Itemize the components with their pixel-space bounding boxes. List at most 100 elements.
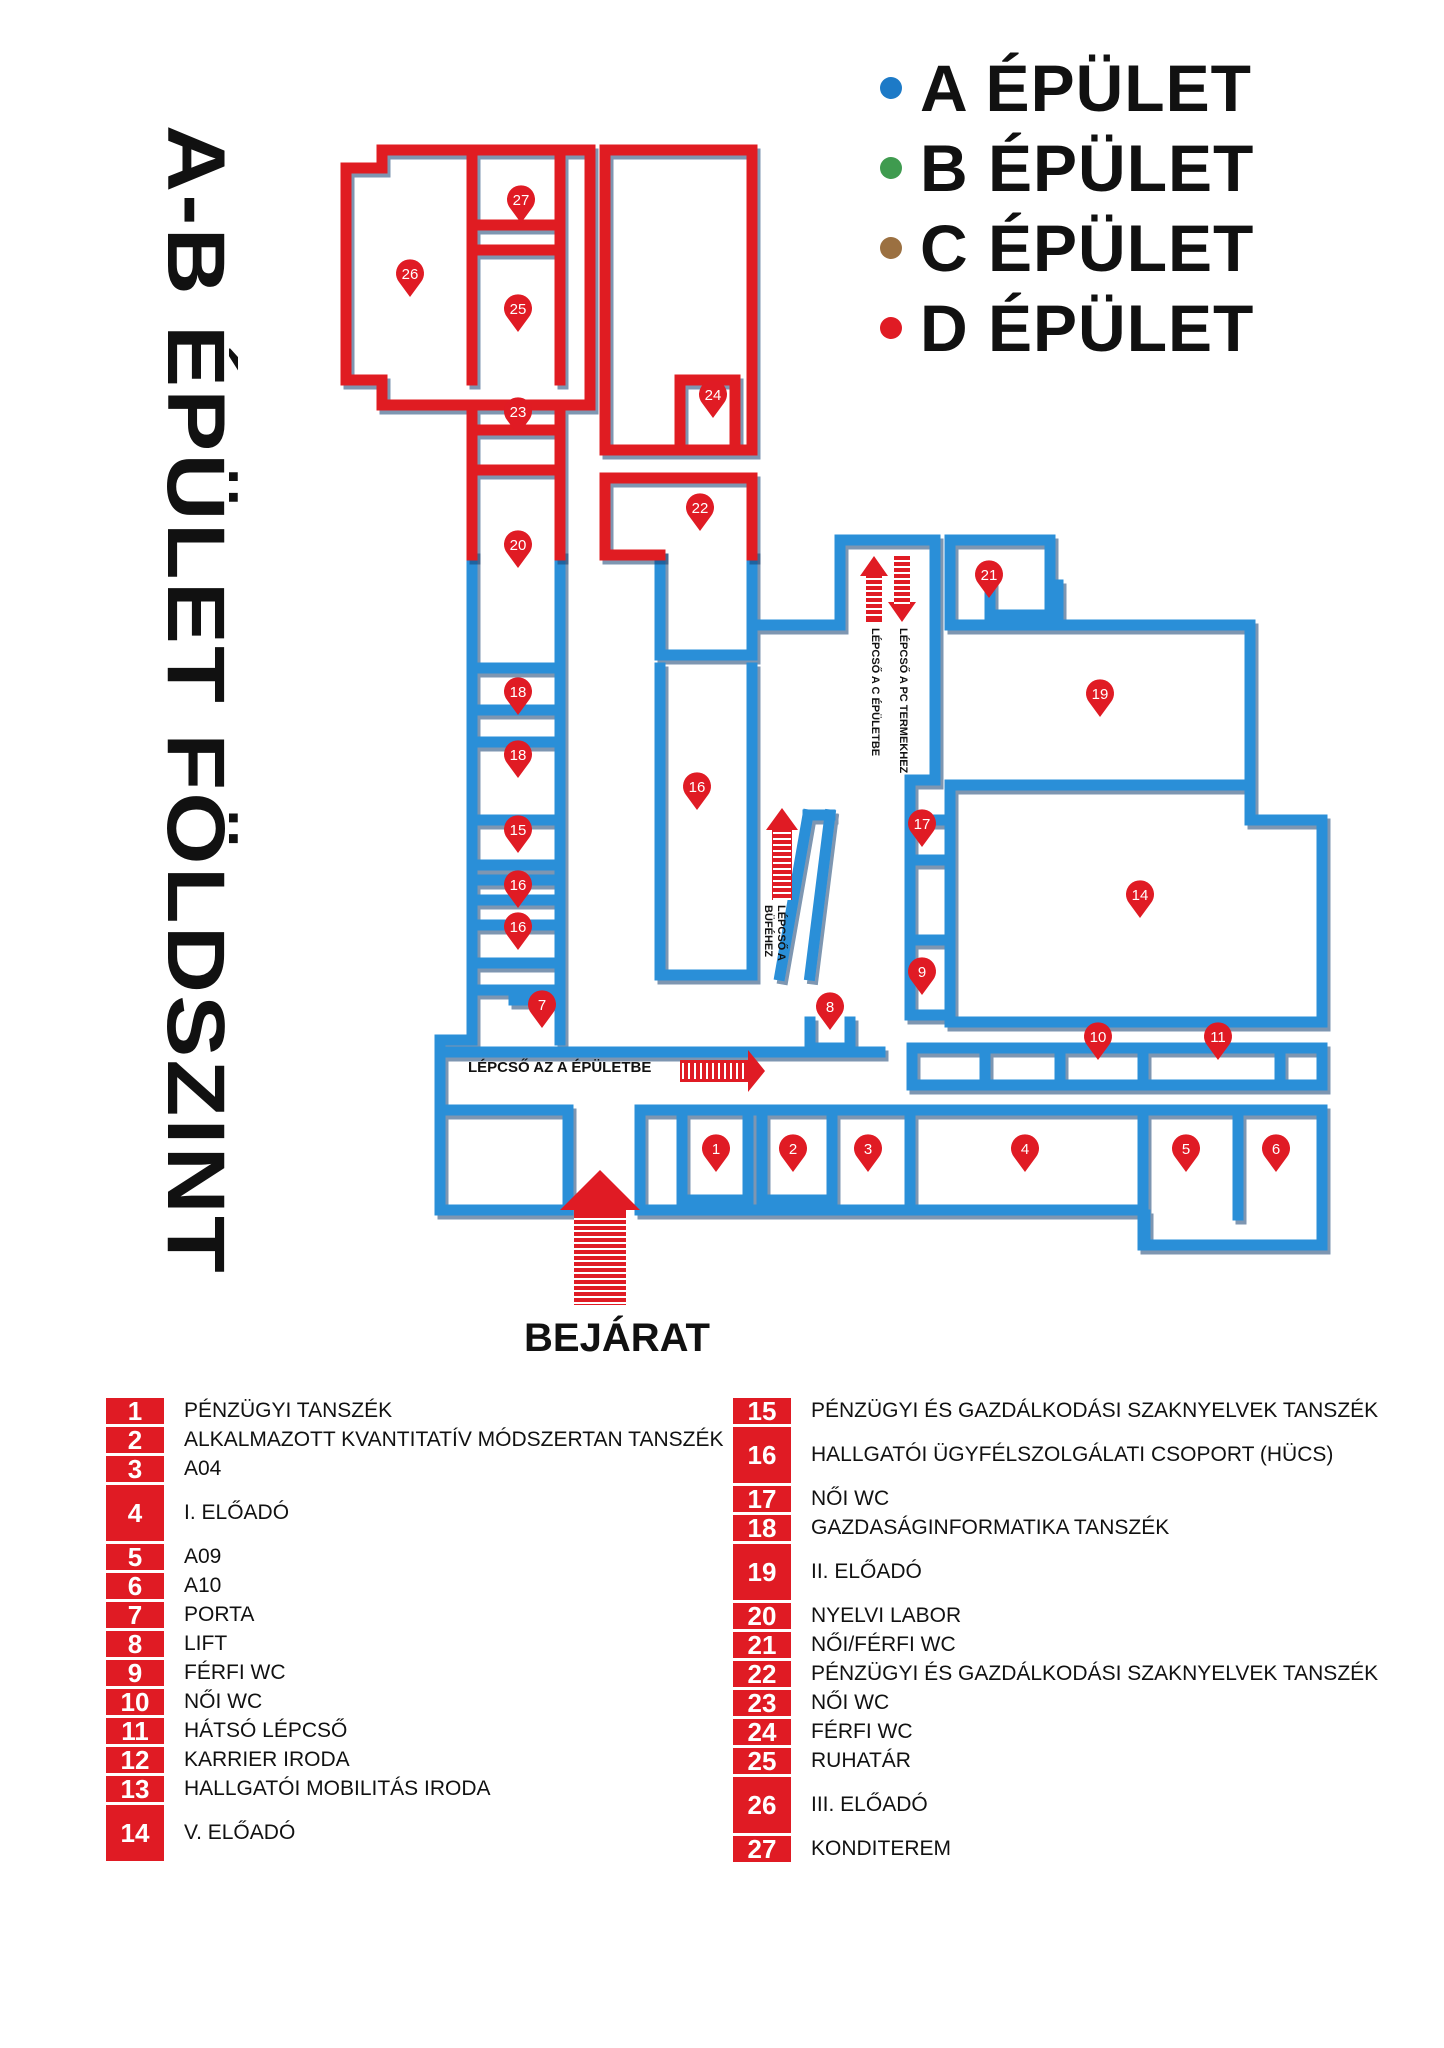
entrance-arrow-icon <box>560 1170 640 1305</box>
legend-label: A ÉPÜLET <box>920 51 1252 125</box>
room-name: Hátsó lépcső <box>184 1719 348 1742</box>
legend-item-b: B ÉPÜLET <box>880 128 1254 208</box>
stair-step <box>773 844 791 846</box>
room-marker-icon: 6 <box>1262 1134 1290 1172</box>
stair-step <box>730 1063 732 1079</box>
room-marker-icon: 26 <box>396 259 425 297</box>
stair-step <box>574 1260 626 1262</box>
room-number: 4 <box>106 1485 164 1541</box>
room-row: 22Pénzügyi és gazdálkodási szaknyelvek t… <box>733 1659 1378 1689</box>
stair-step <box>724 1063 726 1079</box>
room-name: A04 <box>184 1457 222 1480</box>
room-name: Ruhatár <box>811 1749 911 1772</box>
stair-buffet-arrow-icon <box>766 808 798 900</box>
room-row: 7Porta <box>106 1600 706 1630</box>
stair-step <box>688 1063 690 1079</box>
stair-step <box>773 850 791 852</box>
room-row: 1Pénzügyi tanszék <box>106 1396 706 1426</box>
room-row: 13Hallgatói mobilitás iroda <box>106 1774 706 1804</box>
stair-step <box>574 1224 626 1226</box>
room-number: 12 <box>106 1745 164 1775</box>
marker-number: 18 <box>510 747 527 764</box>
room-marker-icon: 19 <box>1086 679 1115 717</box>
marker-number: 10 <box>1090 1029 1107 1046</box>
room-name: I. előadó <box>184 1501 290 1524</box>
room-number: 13 <box>106 1774 164 1804</box>
room-row: 25Ruhatár <box>733 1746 1353 1776</box>
building-b-dot-icon <box>880 157 902 179</box>
map-pin-icon <box>1204 1022 1232 1060</box>
map-pin-icon <box>1126 880 1154 918</box>
stair-pc-label: LÉPCSŐ A PC TERMEKHEZ <box>897 628 910 774</box>
stair-step <box>773 886 791 888</box>
marker-number: 11 <box>1210 1029 1226 1046</box>
stair-step <box>574 1290 626 1292</box>
legend-item-a: A ÉPÜLET <box>880 48 1254 128</box>
map-pin-icon <box>683 772 711 810</box>
marker-number: 4 <box>1021 1141 1029 1158</box>
room-marker-icon: 2 <box>779 1134 807 1172</box>
map-pin-icon <box>396 259 425 297</box>
room-row: 16Hallgatói ügyfélszolgálati csoport (HÜ… <box>733 1427 1353 1483</box>
room-number: 14 <box>106 1805 164 1861</box>
map-pin-icon <box>1086 679 1115 717</box>
map-pin-icon <box>975 560 1004 598</box>
room-marker-icon: 3 <box>854 1134 882 1172</box>
map-pin-icon <box>507 185 535 223</box>
room-number: 1 <box>106 1396 164 1426</box>
room-number: 9 <box>106 1658 164 1688</box>
stair-step <box>736 1063 738 1079</box>
map-pin-icon <box>699 380 727 418</box>
map-pin-icon <box>504 530 532 568</box>
room-marker-icon: 7 <box>528 990 557 1028</box>
room-name: Konditerem <box>811 1837 952 1860</box>
room-row: 10Női WC <box>106 1687 706 1717</box>
marker-number: 21 <box>981 567 998 584</box>
room-number: 27 <box>733 1834 791 1864</box>
marker-number: 15 <box>510 822 527 839</box>
marker-number: 3 <box>864 1141 872 1158</box>
room-number: 8 <box>106 1629 164 1659</box>
marker-number: 19 <box>1092 686 1109 703</box>
legend-label: C ÉPÜLET <box>920 211 1255 285</box>
room-marker-icon: 18 <box>504 740 532 778</box>
stair-step <box>894 578 910 580</box>
stair-step <box>574 1272 626 1274</box>
room-number: 10 <box>106 1687 164 1717</box>
map-pin-icon <box>504 294 532 332</box>
room-marker-icon: 21 <box>975 560 1004 598</box>
stair-step <box>866 590 882 592</box>
stair-step <box>700 1063 702 1079</box>
room-name: Porta <box>184 1603 255 1626</box>
marker-number: 9 <box>918 964 926 981</box>
marker-number: 8 <box>826 999 834 1016</box>
stair-step <box>574 1242 626 1244</box>
room-row: 8Lift <box>106 1629 706 1659</box>
stair-c-building-label: LÉPCSŐ A C ÉPÜLETBE <box>869 628 882 756</box>
room-marker-icon: 8 <box>816 992 844 1030</box>
room-marker-icon: 4 <box>1011 1134 1039 1172</box>
stair-step <box>773 832 791 834</box>
map-pin-icon <box>702 1134 731 1172</box>
map-pin-icon <box>1084 1022 1112 1060</box>
stair-buffet-label-1: LÉPCSŐ A <box>775 905 788 961</box>
stair-step <box>894 572 910 574</box>
room-marker-icon: 5 <box>1172 1134 1200 1172</box>
map-pin-icon <box>504 397 532 435</box>
room-list-right: 15Pénzügyi és gazdálkodási szaknyelvek t… <box>733 1396 1378 1865</box>
room-number: 21 <box>733 1630 791 1660</box>
stair-step <box>773 874 791 876</box>
stair-step <box>866 584 882 586</box>
building-a-dot-icon <box>880 77 902 99</box>
room-name: Női/Férfi WC <box>811 1633 956 1656</box>
stair-step <box>574 1230 626 1232</box>
room-name: Hallgatói ügyfélszolgálati csoport (HÜCS… <box>811 1443 1334 1466</box>
room-marker-icon: 16 <box>504 870 532 908</box>
room-name: II. előadó <box>811 1560 922 1583</box>
room-row: 4 I. előadó <box>106 1485 706 1541</box>
room-marker-icon: 23 <box>504 397 532 435</box>
room-marker-icon: 25 <box>504 294 532 332</box>
